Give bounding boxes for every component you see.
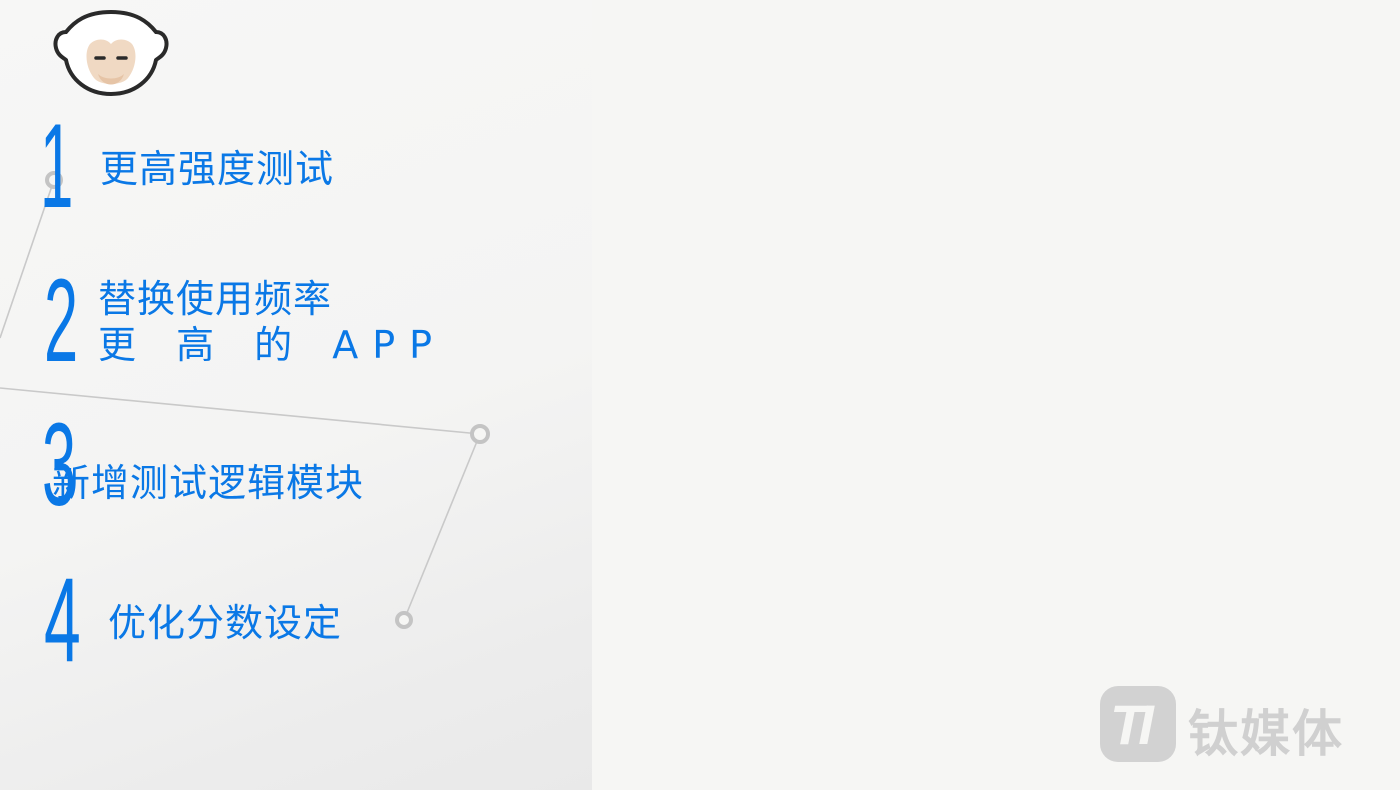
item-text-1-line-1: 更高强度测试: [100, 147, 335, 191]
item-number-3: 3: [42, 399, 77, 531]
item-text-3: 新增测试逻辑模块: [52, 460, 364, 506]
item-text-4-line-1: 优化分数设定: [108, 601, 343, 645]
watermark-icon-letters: TI: [1110, 693, 1154, 756]
connector-node-2: [470, 424, 490, 444]
item-number-1: 1: [40, 99, 74, 233]
tmtpost-logo-icon: TI: [1100, 686, 1176, 762]
connector-line-1: [0, 179, 55, 339]
watermark-brand-text: 钛媒体: [1188, 705, 1344, 763]
connector-node-1: [45, 171, 63, 189]
connector-node-3: [395, 611, 413, 629]
right-panel-background: [592, 0, 1400, 790]
watermark: TI 钛媒体: [1100, 686, 1390, 766]
item-text-4: 优化分数设定: [108, 600, 342, 646]
connector-line-2: [0, 387, 481, 435]
left-panel-background: [0, 0, 592, 790]
item-text-2-line-2: 更 高 的 APP: [98, 323, 447, 367]
item-number-2: 2: [44, 255, 79, 387]
item-text-1: 更高强度测试: [100, 146, 334, 192]
item-number-4: 4: [44, 553, 81, 687]
connector-line-3: [403, 433, 481, 621]
monkey-face-icon: [53, 9, 169, 97]
item-text-2-line-1: 替换使用频率: [98, 277, 333, 321]
item-text-2: 替换使用频率 更 高 的 APP: [98, 276, 446, 368]
item-text-3-line-1: 新增测试逻辑模块: [52, 461, 365, 505]
